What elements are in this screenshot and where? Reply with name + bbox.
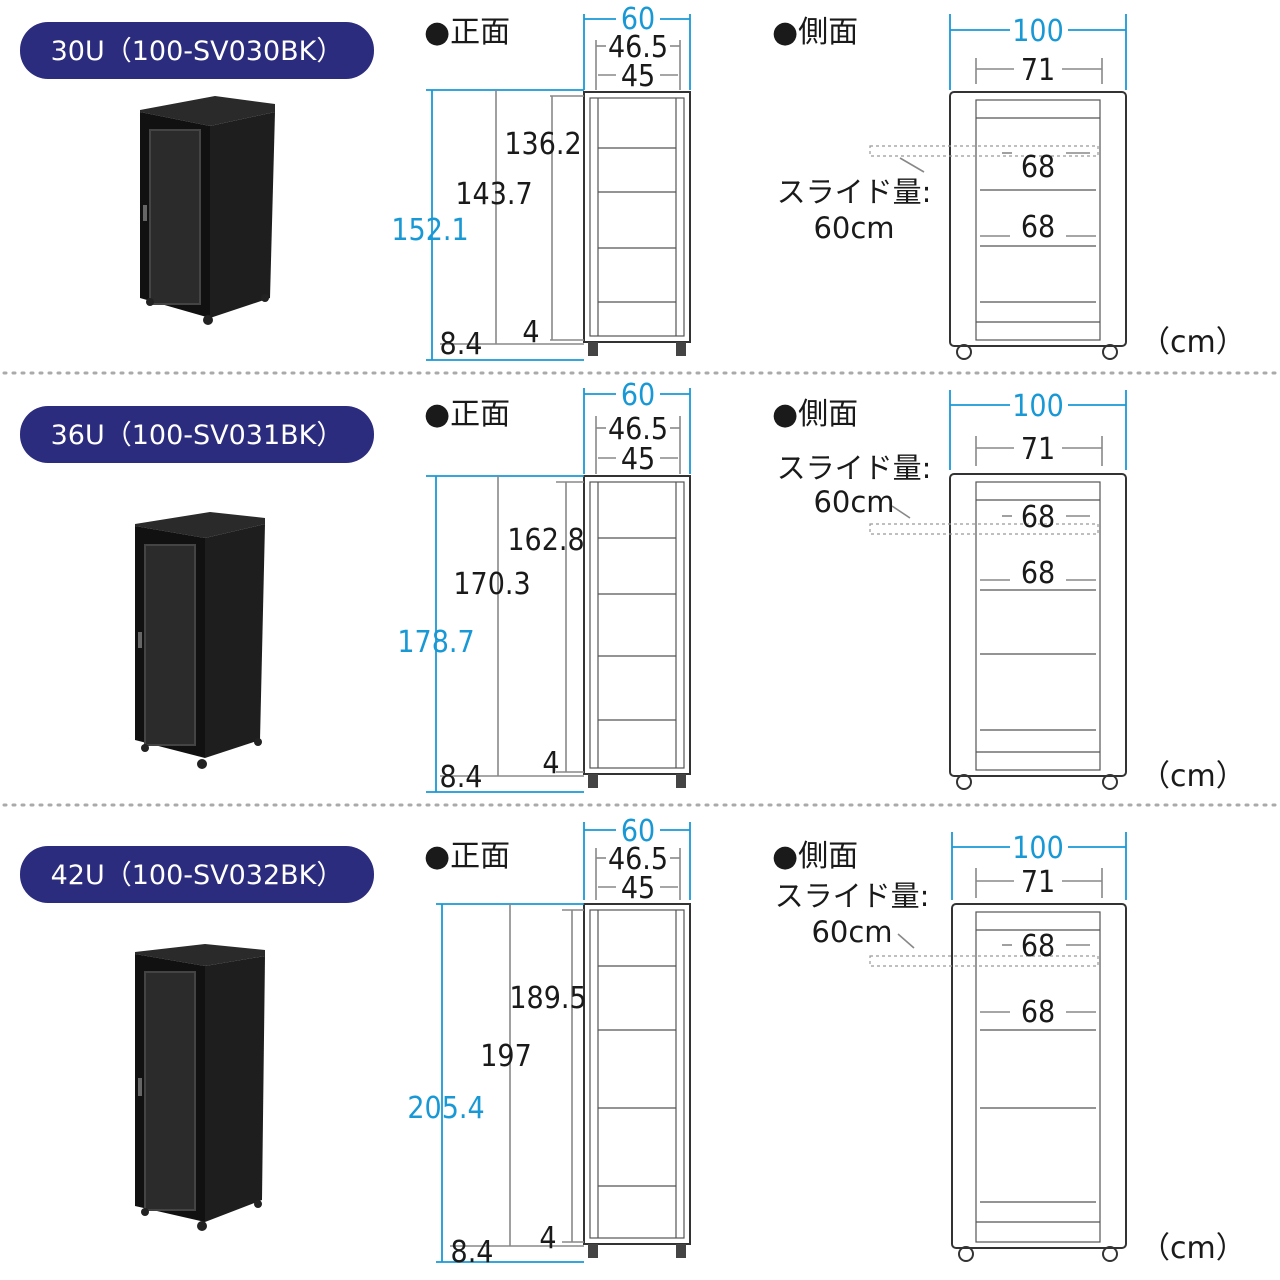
rail-depth-dim-2: 68 xyxy=(1021,210,1055,245)
base-height-dim: 8.4 xyxy=(440,327,483,362)
side-view-label: ●側面 xyxy=(772,397,858,432)
foot-height-dim: 4 xyxy=(542,746,559,781)
front-width-dim: 60 xyxy=(621,2,655,37)
total-height-dim: 178.7 xyxy=(397,625,474,660)
side-view-label: ●側面 xyxy=(772,839,858,874)
foot-height-dim: 4 xyxy=(522,315,539,350)
slide-value: 60cm xyxy=(811,915,892,949)
side-depth-dim: 100 xyxy=(1012,14,1064,49)
slide-value: 60cm xyxy=(813,211,894,245)
frame-height-dim: 143.7 xyxy=(455,177,532,212)
slide-label: スライド量: xyxy=(775,879,930,913)
model-badge: 36U（100-SV031BK） xyxy=(20,406,374,463)
total-height-dim: 205.4 xyxy=(407,1091,484,1126)
rail-depth-dim: 68 xyxy=(1021,929,1055,964)
foot-height-dim: 4 xyxy=(539,1221,556,1256)
frame-height-dim: 170.3 xyxy=(453,567,530,602)
front-view-diagram: 60 46.5 45 152.1 143.7 136.2 8.4 4 xyxy=(391,2,691,362)
side-depth-dim: 100 xyxy=(1012,831,1064,866)
side-inner-dim: 71 xyxy=(1021,432,1055,467)
side-inner-dim: 71 xyxy=(1021,865,1055,900)
model-label: 42U（100-SV032BK） xyxy=(51,860,344,891)
side-view-diagram: 100 71 68 68 スライド量: 60cm xyxy=(777,14,1127,360)
rack-cabinet-image xyxy=(140,96,275,325)
front-view-label: ●正面 xyxy=(424,15,510,50)
front-mount-width-dim: 45 xyxy=(621,442,655,477)
slide-value: 60cm xyxy=(813,485,894,519)
unit-label: （cm） xyxy=(1140,325,1246,360)
rail-depth-dim: 68 xyxy=(1021,500,1055,535)
front-width-dim: 60 xyxy=(621,814,655,849)
model-label: 36U（100-SV031BK） xyxy=(51,420,344,451)
slide-label: スライド量: xyxy=(777,175,932,209)
frame-height-dim: 197 xyxy=(480,1039,532,1074)
model-section-30u: 30U（100-SV030BK） ●正面 ●側面 60 46.5 45 xyxy=(20,2,1246,362)
front-inner-width-dim: 46.5 xyxy=(608,842,668,877)
rail-depth-dim-2: 68 xyxy=(1021,995,1055,1030)
side-view-diagram: 100 71 68 68 スライド量: 60cm xyxy=(777,389,1127,790)
model-badge: 42U（100-SV032BK） xyxy=(20,846,374,903)
unit-label: （cm） xyxy=(1140,759,1246,794)
mount-height-dim: 136.2 xyxy=(504,127,581,162)
model-label: 30U（100-SV030BK） xyxy=(51,36,344,67)
side-depth-dim: 100 xyxy=(1012,389,1064,424)
side-view-label: ●側面 xyxy=(772,15,858,50)
front-width-dim: 60 xyxy=(621,378,655,413)
front-inner-width-dim: 46.5 xyxy=(608,412,668,447)
side-view-diagram: 100 71 68 68 スライド量: 60cm xyxy=(775,831,1127,1262)
base-height-dim: 8.4 xyxy=(440,760,483,795)
rack-cabinet-image xyxy=(135,512,265,769)
side-inner-dim: 71 xyxy=(1021,53,1055,88)
model-section-42u: 42U（100-SV032BK） ●正面 ●側面 60 46.5 45 xyxy=(20,814,1246,1270)
base-height-dim: 8.4 xyxy=(451,1235,494,1270)
front-view-diagram: 60 46.5 45 178.7 170.3 162.8 8.4 4 xyxy=(397,378,691,795)
rack-cabinet-image xyxy=(135,944,265,1231)
mount-height-dim: 162.8 xyxy=(507,523,584,558)
front-view-label: ●正面 xyxy=(424,397,510,432)
front-view-label: ●正面 xyxy=(424,839,510,874)
front-mount-width-dim: 45 xyxy=(621,59,655,94)
unit-label: （cm） xyxy=(1140,1231,1246,1266)
rail-depth-dim-2: 68 xyxy=(1021,556,1055,591)
model-badge: 30U（100-SV030BK） xyxy=(20,22,374,79)
model-section-36u: 36U（100-SV031BK） ●正面 ●側面 60 46.5 45 xyxy=(20,378,1246,795)
front-mount-width-dim: 45 xyxy=(621,871,655,906)
front-view-diagram: 60 46.5 45 205.4 197 189.5 8.4 4 xyxy=(407,814,691,1270)
total-height-dim: 152.1 xyxy=(391,213,468,248)
slide-label: スライド量: xyxy=(777,451,932,485)
front-inner-width-dim: 46.5 xyxy=(608,30,668,65)
rail-depth-dim: 68 xyxy=(1021,150,1055,185)
mount-height-dim: 189.5 xyxy=(509,981,586,1016)
